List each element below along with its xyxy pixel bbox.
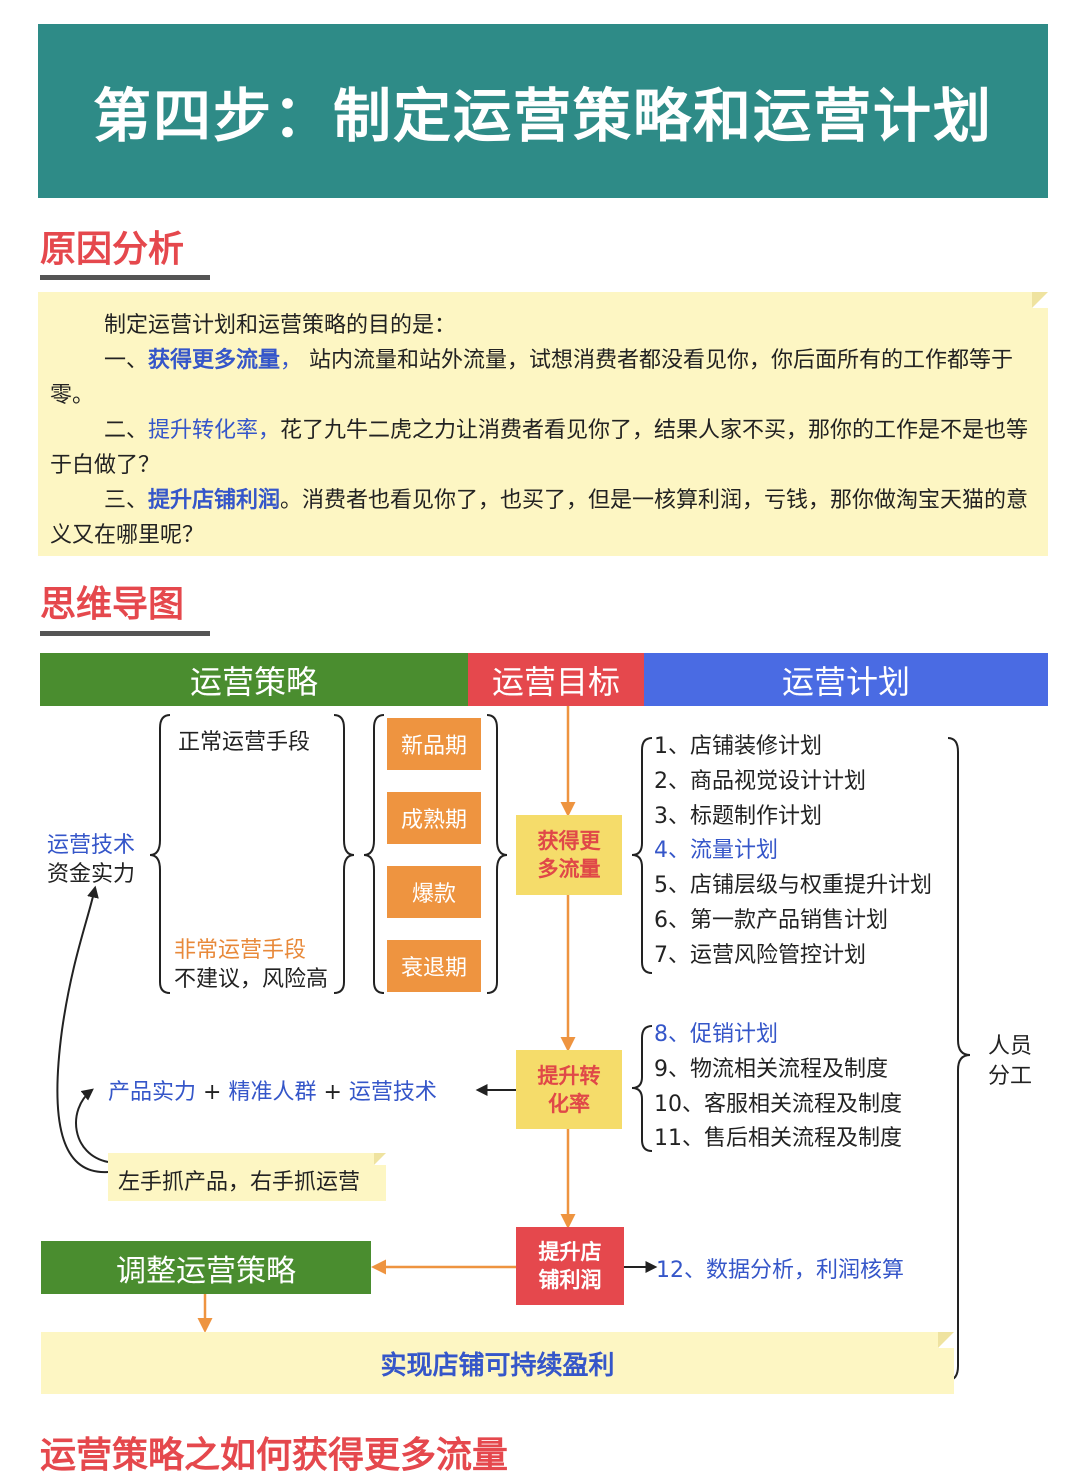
note-p1-punct: ， xyxy=(280,348,303,373)
goal-conversion-line2: 化率 xyxy=(548,1091,590,1116)
brace-means-close xyxy=(333,714,355,994)
note-p2-body: 花了九牛二虎之力让消费者看见你了，结果人家不买，那你的工作是不是也等于白做了？ xyxy=(50,418,1029,478)
goal-traffic: 获得更多流量 xyxy=(516,815,622,895)
note-key-profit: 提升店铺利润 xyxy=(148,488,281,513)
header-strategy: 运营策略 xyxy=(40,653,468,706)
goal-traffic-line2: 多流量 xyxy=(537,857,601,881)
final-goal-box: 实现店铺可持续盈利 xyxy=(41,1332,954,1394)
goal-profit-line2: 铺利润 xyxy=(538,1268,602,1292)
page-title: 第四步：制定运营策略和运营计划 xyxy=(92,82,993,150)
formula-plus: + xyxy=(323,1080,342,1105)
phase-mature: 成熟期 xyxy=(387,792,481,844)
plan-item: 4、流量计划 xyxy=(654,838,778,864)
plan-item-profit: 12、数据分析，利润核算 xyxy=(656,1258,904,1283)
formula-plus: + xyxy=(203,1080,222,1105)
plan-item: 1、店铺装修计划 xyxy=(654,734,822,759)
formula-curve xyxy=(75,1088,109,1163)
note-intro: 制定运营计划和运营策略的目的是： xyxy=(104,313,457,338)
phase-hot: 爆款 xyxy=(387,866,481,918)
mindmap-connectors xyxy=(56,706,971,1381)
staff-line1: 人员 xyxy=(988,1034,1033,1059)
plan-list-conversion: 8、促销计划 9、物流相关流程及制度 10、客服相关流程及制度 11、售后相关流… xyxy=(654,1018,902,1157)
staff-label: 人员 分工 xyxy=(988,1032,1032,1092)
header-plan: 运营计划 xyxy=(644,653,1048,706)
goal-traffic-line1: 获得更 xyxy=(537,829,601,853)
brace-plans-traffic xyxy=(631,737,653,974)
plan-item: 9、物流相关流程及制度 xyxy=(654,1056,888,1082)
title-banner: 第四步：制定运营策略和运营计划 xyxy=(38,24,1048,198)
formula-product: 产品实力 xyxy=(108,1080,197,1105)
plan-item: 2、商品视觉设计计划 xyxy=(654,768,866,794)
plan-item: 10、客服相关流程及制度 xyxy=(654,1091,902,1117)
note-fold-corner xyxy=(374,1153,386,1165)
formula-audience: 精准人群 xyxy=(228,1080,317,1105)
tip-note: 左手抓产品，右手抓运营 xyxy=(108,1153,386,1201)
final-goal-text: 实现店铺可持续盈利 xyxy=(380,1350,615,1381)
plan-item: 7、运营风险管控计划 xyxy=(654,942,866,968)
plan-item: 6、第一款产品销售计划 xyxy=(654,907,888,933)
goal-conversion: 提升转化率 xyxy=(516,1050,622,1129)
brace-phases-close xyxy=(486,714,508,994)
staff-line2: 分工 xyxy=(988,1064,1033,1089)
formula-tech: 运营技术 xyxy=(348,1080,437,1105)
goal-profit: 提升店铺利润 xyxy=(516,1227,624,1305)
note-key-conversion: 提升转化率， xyxy=(148,418,281,443)
brace-left xyxy=(149,714,171,994)
plan-item: 11、售后相关流程及制度 xyxy=(654,1126,902,1152)
reason-note: 制定运营计划和运营策略的目的是： 一、获得更多流量， 站内流量和站外流量，试想消… xyxy=(38,292,1048,556)
note-p1-body: 站内流量和站外流量，试想消费者都没看见你，你后面所有的工作都等于零。 xyxy=(50,348,1014,408)
note-fold-corner xyxy=(1032,292,1048,308)
note-p1-prefix: 一、 xyxy=(104,348,149,373)
note-p2-prefix: 二、 xyxy=(104,418,149,443)
section-underline xyxy=(40,275,210,280)
brace-plans-conversion xyxy=(631,1025,653,1152)
note-p3-prefix: 三、 xyxy=(104,488,149,513)
brace-staff xyxy=(947,737,971,1381)
section-title-reason: 原因分析 xyxy=(40,229,185,270)
plan-list-traffic: 1、店铺装修计划 2、商品视觉设计计划 3、标题制作计划 4、流量计划 5、店铺… xyxy=(654,730,932,974)
formula: 产品实力 + 精准人群 + 运营技术 xyxy=(108,1074,437,1106)
plan-item: 5、店铺层级与权重提升计划 xyxy=(654,873,932,899)
note-fold-corner xyxy=(938,1332,954,1348)
goal-conversion-line1: 提升转 xyxy=(537,1063,601,1088)
normal-means: 正常运营手段 xyxy=(178,730,311,755)
section-title-mindmap: 思维导图 xyxy=(40,584,185,625)
brace-phases-open xyxy=(363,714,385,994)
plan-item: 8、促销计划 xyxy=(654,1022,778,1047)
header-goal: 运营目标 xyxy=(468,653,644,706)
note-p3-body: 。消费者也看见你了，也买了，但是一核算利润，亏钱，那你做淘宝天猫的意义又在哪里呢… xyxy=(50,488,1029,548)
section-title-traffic: 运营策略之如何获得更多流量 xyxy=(40,1435,509,1476)
capital-label: 资金实力 xyxy=(47,862,136,887)
feedback-curve xyxy=(56,885,109,1174)
tech-label: 运营技术 xyxy=(47,833,136,858)
goal-profit-line1: 提升店 xyxy=(538,1240,602,1264)
plan-item: 3、标题制作计划 xyxy=(654,803,822,829)
phase-decline: 衰退期 xyxy=(387,940,481,992)
abnormal-means: 非常运营手段 xyxy=(174,938,307,963)
section-underline xyxy=(40,631,210,636)
phase-new: 新品期 xyxy=(387,718,481,770)
adjust-strategy-box: 调整运营策略 xyxy=(41,1241,371,1294)
abnormal-note: 不建议，风险高 xyxy=(174,967,329,992)
note-key-traffic: 获得更多流量 xyxy=(148,348,281,373)
tip-text: 左手抓产品，右手抓运营 xyxy=(118,1170,361,1195)
